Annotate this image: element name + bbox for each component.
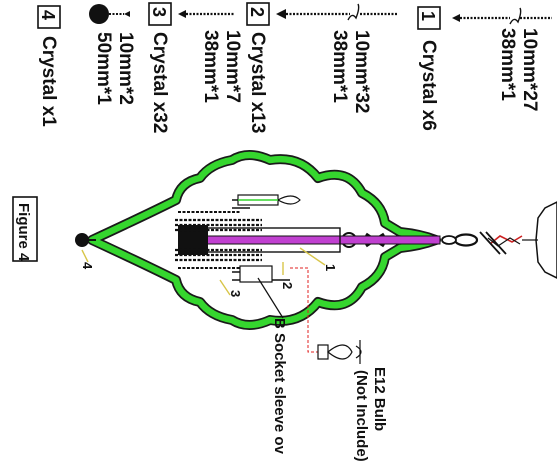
legend-size-2a: 10mm*32 (351, 30, 372, 113)
bulb-label: E12 Bulb (371, 367, 388, 431)
legend-number-box-2 (246, 2, 270, 26)
legend-label-4: Crystal x1 (38, 36, 59, 127)
legend-label-1: Crystal x6 (418, 40, 439, 131)
socket-callout (257, 277, 284, 319)
legend-number-3: 3 (149, 7, 169, 17)
crystal-strand-icon-3 (178, 10, 234, 18)
crystal-strand-icon-2 (276, 3, 398, 21)
legend-number-2: 2 (247, 7, 267, 17)
crystal-ball-icon-4 (89, 4, 130, 24)
finial-ball (75, 233, 96, 247)
legend-size-2b: 38mm*1 (329, 30, 350, 103)
legend-number-box-1 (417, 6, 441, 30)
legend-number-1: 1 (418, 11, 438, 21)
crystal-strand-icon-1 (452, 7, 552, 25)
legend-number-box-3 (148, 2, 172, 26)
legend-number-box-4 (37, 5, 61, 29)
ceiling-canopy (487, 201, 557, 279)
bulb-note: (Not Include) (353, 370, 370, 462)
candle-bottom (239, 265, 273, 283)
marker-4: 4 (80, 262, 95, 270)
candle-top (237, 194, 301, 206)
legend-size-4a: 10mm*2 (115, 32, 136, 105)
legend-label-2: Crystal x13 (247, 32, 268, 133)
legend-size-3b: 38mm*1 (200, 30, 221, 103)
legend-size-1b: 38mm*1 (497, 28, 518, 101)
marker-1: 1 (323, 264, 338, 271)
legend-size-3a: 10mm*7 (222, 30, 243, 103)
legend-size-1a: 10mm*27 (519, 28, 540, 111)
bulb-callout (290, 267, 362, 364)
marker-lines (81, 247, 326, 296)
figure-label: Figure 4 (12, 196, 38, 262)
figure-label-text: Figure 4 (15, 203, 32, 262)
legend-item-3: 3 Crystal x32 10mm*7 38mm*1 (148, 2, 243, 133)
hanging-chain (441, 231, 507, 255)
socket-label: B Socket sleeve ov (271, 318, 288, 455)
legend-label-3: Crystal x32 (149, 32, 170, 133)
legend-size-4b: 50mm*1 (93, 32, 114, 105)
legend-item-2: 2 Crystal x13 10mm*32 38mm*1 (246, 2, 398, 133)
marker-2: 2 (280, 282, 295, 289)
legend-number-4: 4 (38, 10, 58, 20)
legend-item-1: 1 Crystal x6 10mm*27 38mm*1 (417, 6, 552, 131)
legend-item-4: 4 Crystal x1 10mm*2 50mm*1 (37, 4, 136, 127)
bulb-icon (317, 340, 362, 364)
marker-3: 3 (228, 290, 243, 297)
